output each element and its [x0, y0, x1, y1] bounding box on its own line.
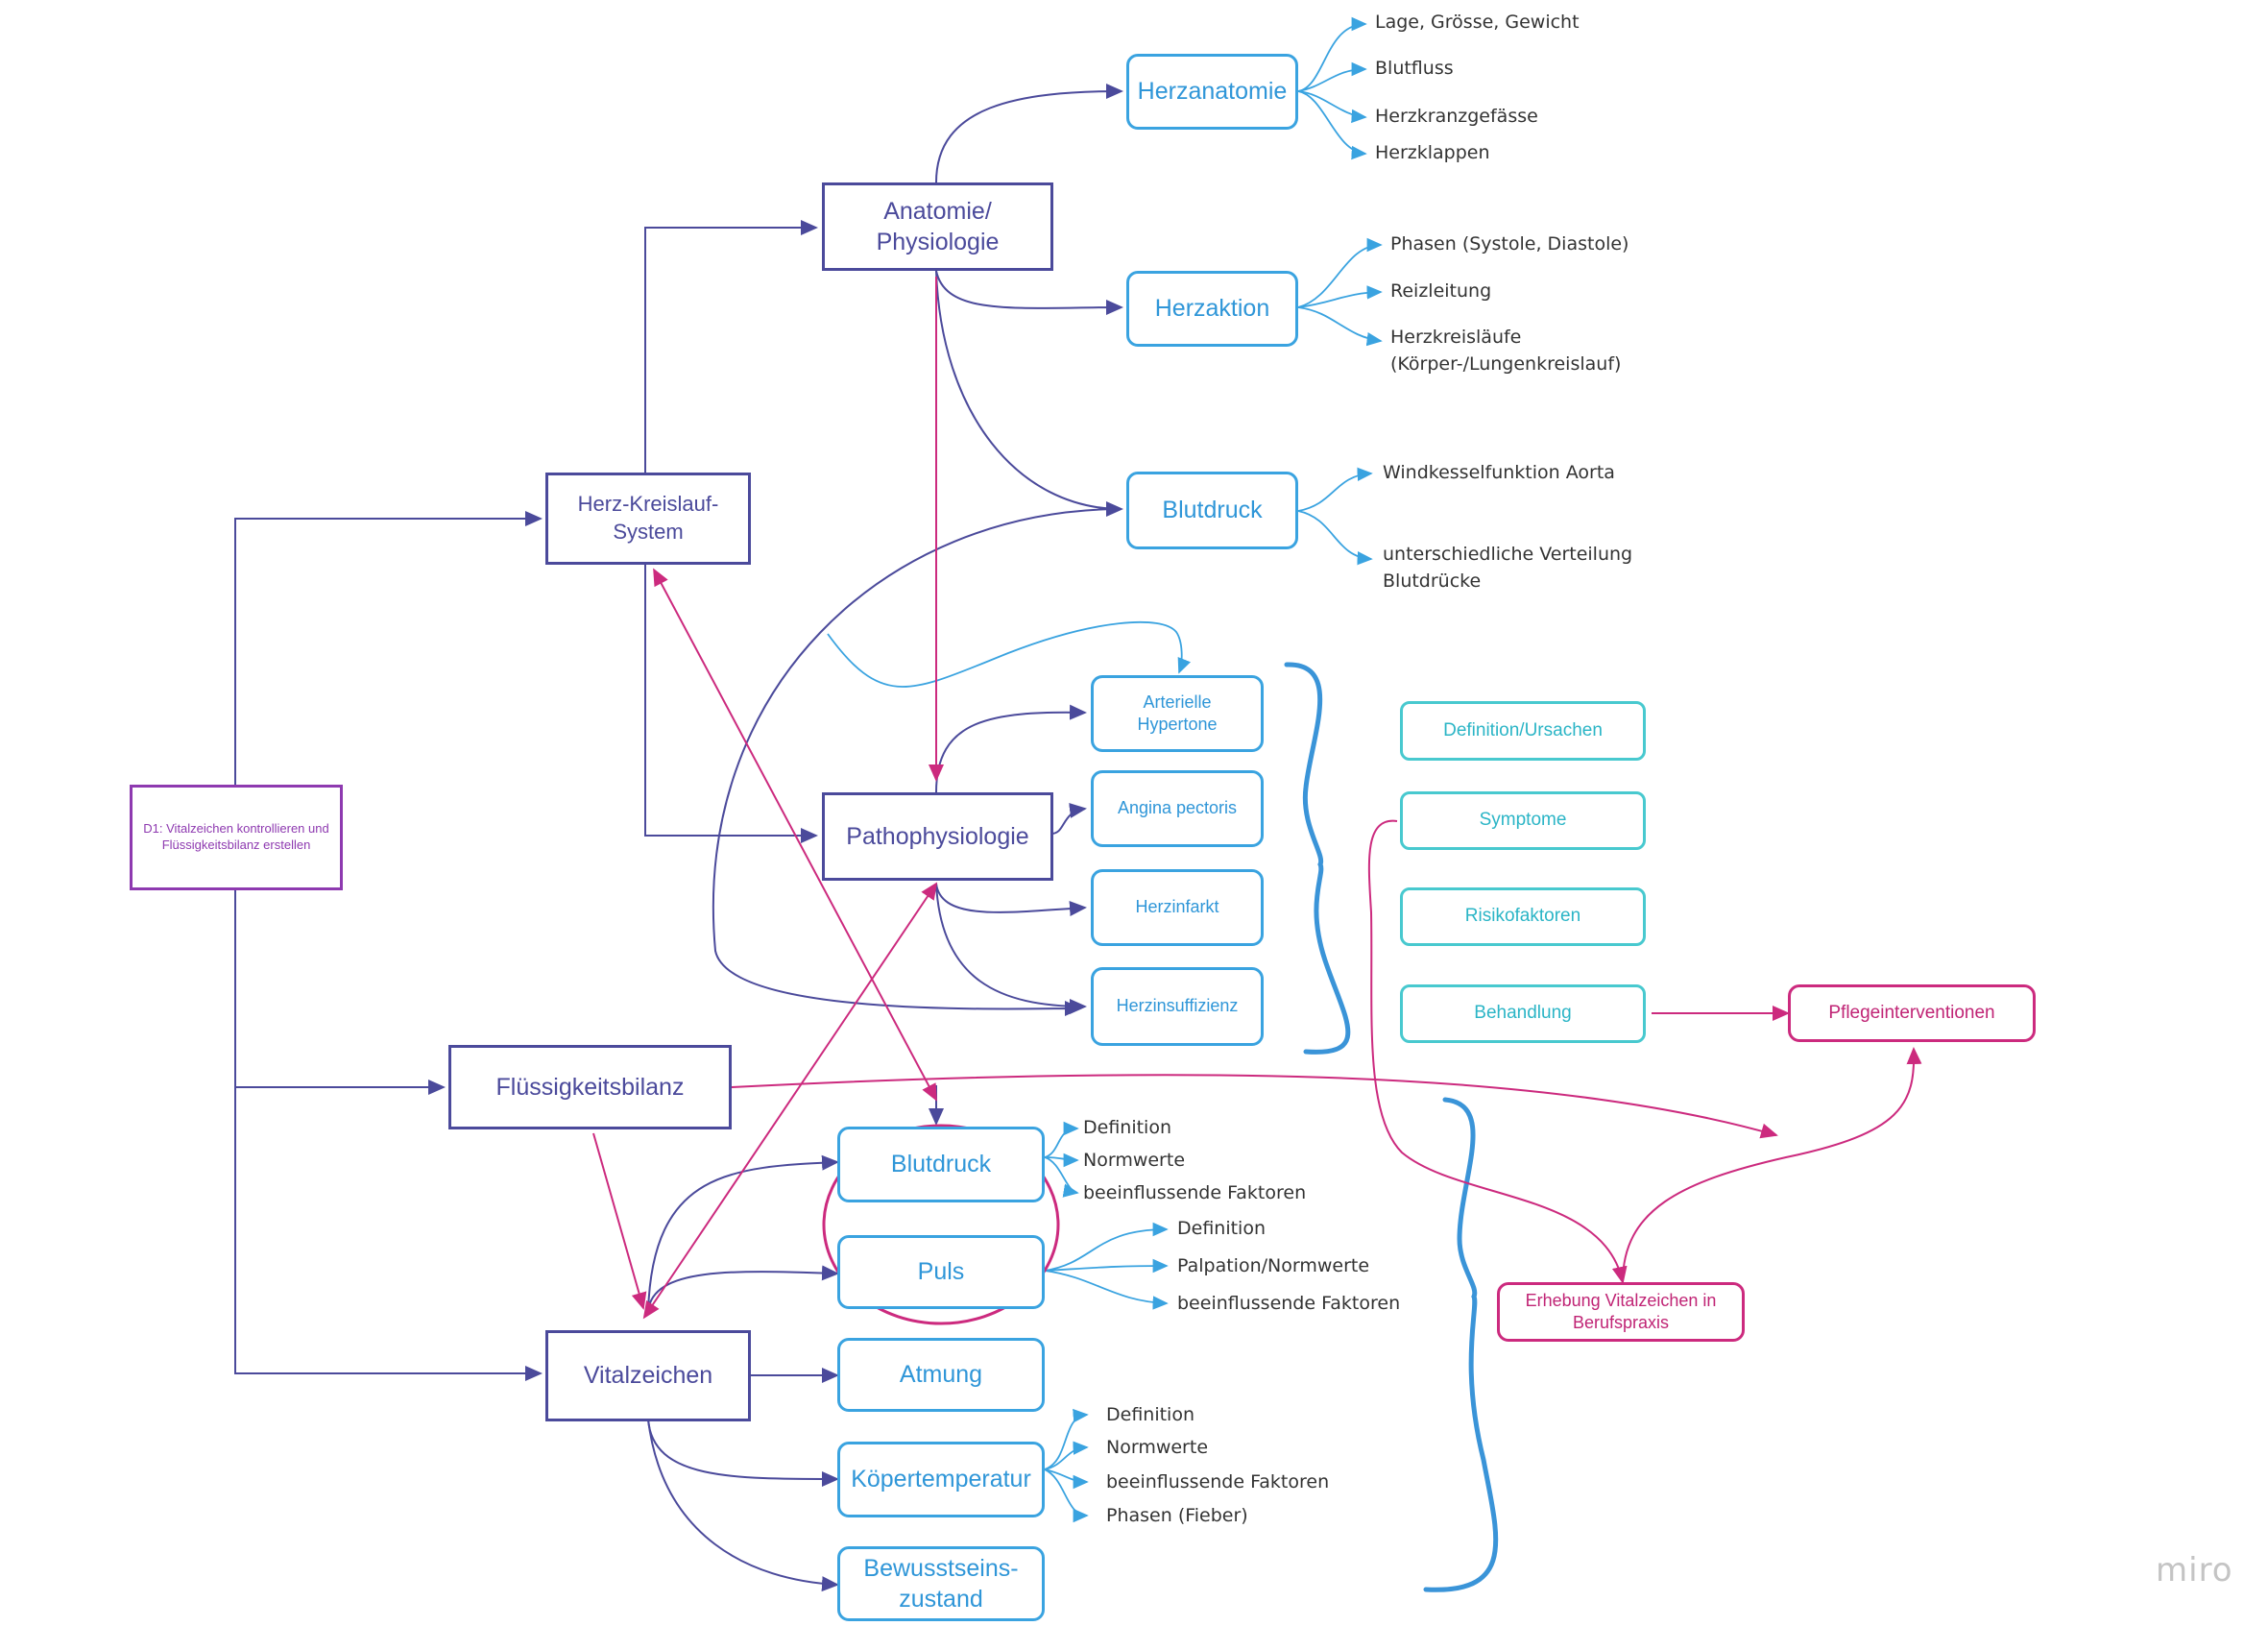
leaf-text: Herzkranzgefässe: [1375, 106, 1538, 127]
node-anatomie[interactable]: Anatomie/ Physiologie: [822, 182, 1053, 271]
leaf-text: beeinflussende Faktoren: [1177, 1293, 1401, 1314]
node-puls[interactable]: Puls: [837, 1235, 1045, 1309]
miro-watermark: miro: [2156, 1551, 2233, 1590]
leaf-text: Lage, Grösse, Gewicht: [1375, 12, 1580, 33]
node-symptome[interactable]: Symptome: [1400, 791, 1646, 850]
node-risikofaktoren[interactable]: Risikofaktoren: [1400, 887, 1646, 946]
node-vitalzeichen[interactable]: Vitalzeichen: [545, 1330, 751, 1421]
node-hypertonie[interactable]: Arterielle Hypertone: [1091, 675, 1264, 752]
node-herz-kreislauf[interactable]: Herz-Kreislauf- System: [545, 473, 751, 565]
leaf-text: Definition: [1106, 1404, 1195, 1425]
leaf-text: Herzklappen: [1375, 142, 1490, 163]
node-blutdruck-vital[interactable]: Blutdruck: [837, 1127, 1045, 1202]
node-pathophysiologie[interactable]: Pathophysiologie: [822, 792, 1053, 881]
leaf-text: Phasen (Systole, Diastole): [1390, 233, 1629, 255]
leaf-text: Reizleitung: [1390, 280, 1492, 302]
node-atmung[interactable]: Atmung: [837, 1338, 1045, 1412]
leaf-connectors: [827, 16, 1383, 1523]
leaf-text: beeinflussende Faktoren: [1083, 1182, 1307, 1203]
leaf-text: beeinflussende Faktoren: [1106, 1471, 1330, 1493]
node-herzinfarkt[interactable]: Herzinfarkt: [1091, 869, 1264, 946]
leaf-text: Windkesselfunktion Aorta: [1383, 462, 1615, 483]
leaf-text: Herzkreisläufe (Körper-/Lungenkreislauf): [1390, 327, 1622, 375]
magenta-connectors: [592, 277, 1922, 1325]
node-pflegeinterventionen[interactable]: Pflegeinterventionen: [1788, 984, 2036, 1042]
node-erhebung[interactable]: Erhebung Vitalzeichen in Berufspraxis: [1497, 1282, 1745, 1342]
node-bewusstsein[interactable]: Bewusstseins- zustand: [837, 1546, 1045, 1621]
leaf-text: Normwerte: [1106, 1437, 1209, 1458]
leaf-text: Definition: [1177, 1218, 1267, 1239]
leaf-text: unterschiedliche Verteilung Blutdrücke: [1383, 544, 1633, 592]
node-herzaktion[interactable]: Herzaktion: [1126, 271, 1298, 347]
leaf-text: Normwerte: [1083, 1150, 1186, 1171]
node-angina[interactable]: Angina pectoris: [1091, 770, 1264, 847]
node-herzanatomie[interactable]: Herzanatomie: [1126, 54, 1298, 130]
curly-braces: [1284, 662, 1499, 1592]
node-fluessigkeitsbilanz[interactable]: Flüssigkeitsbilanz: [448, 1045, 732, 1129]
leaf-text: Definition: [1083, 1117, 1172, 1138]
node-temperatur[interactable]: Köpertemperatur: [837, 1442, 1045, 1517]
node-behandlung[interactable]: Behandlung: [1400, 984, 1646, 1043]
leaf-text: Blutfluss: [1375, 58, 1454, 79]
root-node[interactable]: D1: Vitalzeichen kontrollieren und Flüss…: [130, 785, 343, 890]
leaf-text: Palpation/Normwerte: [1177, 1255, 1370, 1276]
node-blutdruck-top[interactable]: Blutdruck: [1126, 472, 1298, 549]
node-definition-ursachen[interactable]: Definition/Ursachen: [1400, 701, 1646, 761]
leaf-text: Phasen (Fieber): [1106, 1505, 1248, 1526]
node-herzinsuffizienz[interactable]: Herzinsuffizienz: [1091, 967, 1264, 1046]
